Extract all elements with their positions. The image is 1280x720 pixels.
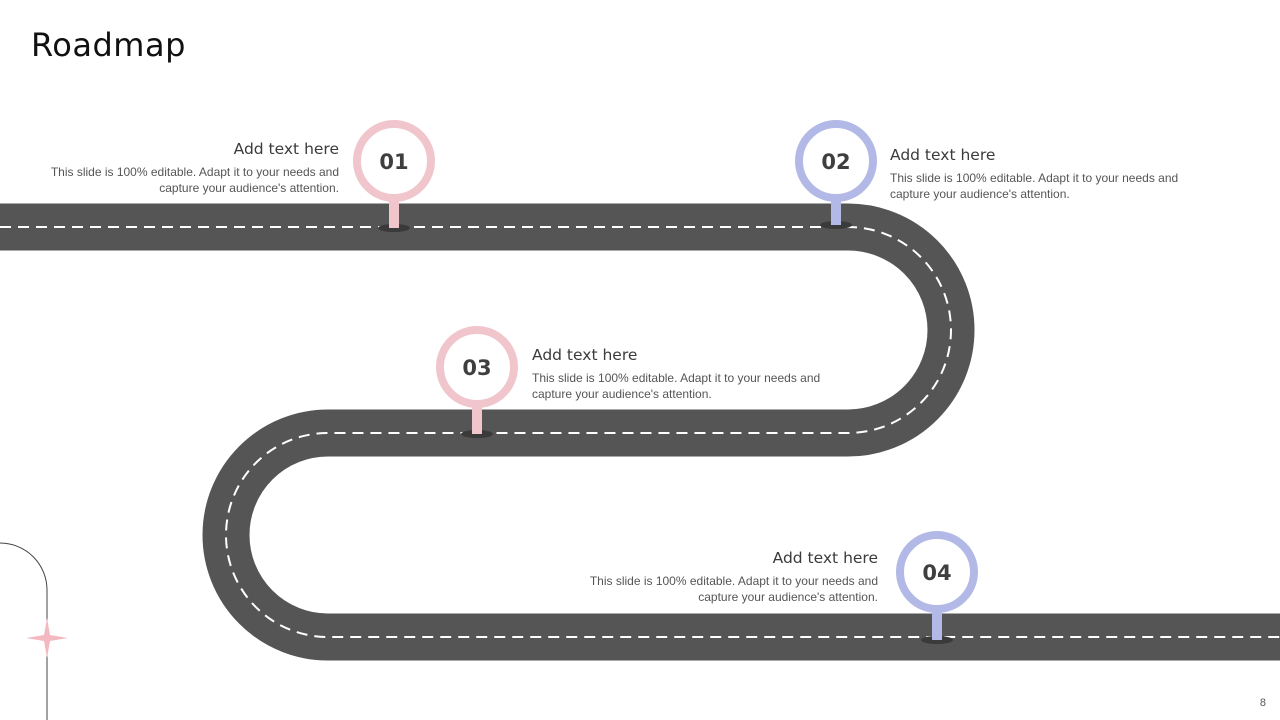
milestone-heading: Add text here	[233, 140, 339, 158]
milestone-description: This slide is 100% editable. Adapt it to…	[50, 165, 339, 195]
pin-number: 04	[922, 561, 951, 585]
pin-ring	[795, 120, 877, 202]
milestone-pin-4: 04	[896, 531, 978, 644]
milestone-heading: Add text here	[772, 549, 878, 567]
milestone-heading: Add text here	[532, 346, 638, 364]
milestone-pin-2: 02	[795, 120, 877, 229]
pin-number: 02	[821, 150, 850, 174]
milestone-text-2: Add text here This slide is 100% editabl…	[890, 146, 1190, 202]
pin-stem	[472, 401, 482, 434]
milestone-heading: Add text here	[890, 146, 996, 164]
pin-number: 01	[379, 150, 408, 174]
decorative-arc	[0, 542, 48, 720]
milestone-description: This slide is 100% editable. Adapt it to…	[532, 371, 821, 401]
pin-ring	[353, 120, 435, 202]
pin-stem	[389, 196, 399, 228]
milestone-text-1: Add text here This slide is 100% editabl…	[39, 140, 339, 196]
sparkle-star-icon	[26, 618, 68, 658]
pin-ring	[896, 531, 978, 613]
road-lane-marking	[0, 226, 1280, 638]
pin-stem	[831, 193, 841, 225]
pin-ring	[436, 326, 518, 408]
milestone-text-4: Add text here This slide is 100% editabl…	[578, 549, 878, 605]
milestone-pin-1: 01	[353, 120, 435, 232]
milestone-pin-3: 03	[436, 326, 518, 438]
milestone-description: This slide is 100% editable. Adapt it to…	[589, 574, 878, 604]
page-number: 8	[1259, 697, 1266, 709]
milestone-description: This slide is 100% editable. Adapt it to…	[890, 171, 1179, 201]
milestone-text-3: Add text here This slide is 100% editabl…	[532, 346, 832, 402]
pin-stem	[932, 607, 942, 640]
pin-number: 03	[462, 356, 491, 380]
page-title: Roadmap	[31, 26, 186, 64]
